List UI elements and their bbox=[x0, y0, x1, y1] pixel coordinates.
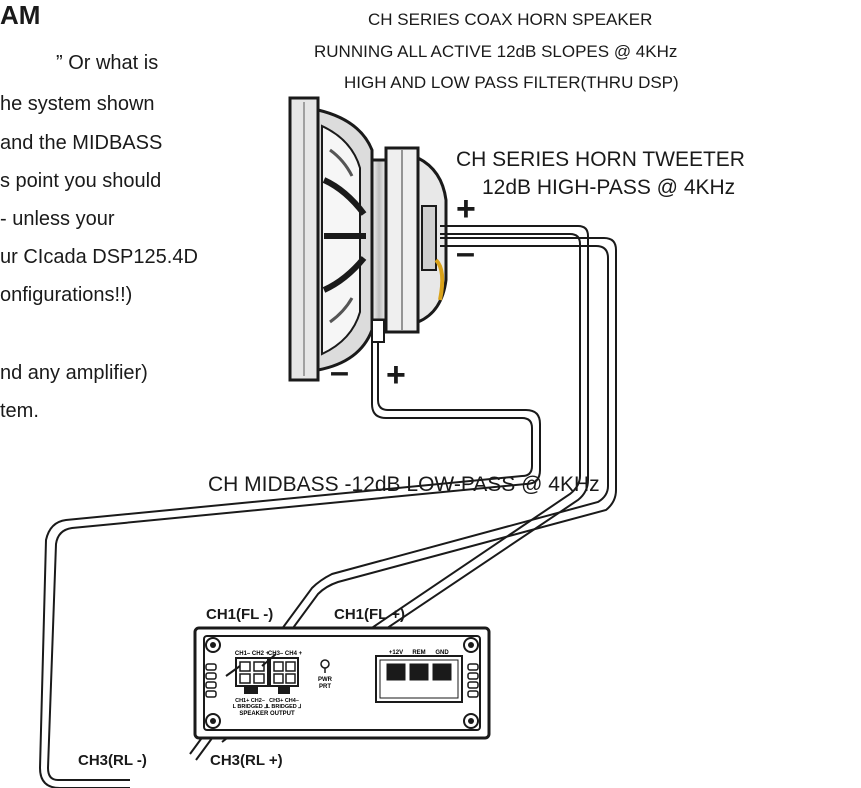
amp-ch34-label: CH3– CH4 + bbox=[268, 651, 303, 657]
coax-caption-line-2: RUNNING ALL ACTIVE 12dB SLOPES @ 4KHz bbox=[314, 42, 678, 61]
midbass-caption: CH MIDBASS -12dB LOW-PASS @ 4KHz bbox=[208, 473, 600, 496]
ch1-positive-label: CH1(FL +) bbox=[334, 606, 405, 623]
coax-caption-line-3: HIGH AND LOW PASS FILTER(THRU DSP) bbox=[344, 73, 679, 92]
body-line: he system shown bbox=[0, 93, 155, 115]
ch3-negative-label: CH3(RL -) bbox=[78, 752, 147, 769]
magnet bbox=[370, 158, 388, 322]
tweeter-caption-line-1: CH SERIES HORN TWEETER bbox=[456, 148, 745, 171]
speaker-output-connectors bbox=[235, 657, 299, 694]
body-line: tem. bbox=[0, 400, 39, 422]
tweeter-minus-sign: – bbox=[456, 234, 475, 272]
led-icon bbox=[320, 659, 330, 669]
midbass-plus-sign: + bbox=[386, 356, 406, 394]
midbass-minus-sign: – bbox=[330, 353, 349, 391]
body-line: ” Or what is bbox=[56, 52, 159, 74]
coax-speaker-drawing bbox=[288, 96, 448, 382]
midbass-wires bbox=[38, 342, 541, 788]
amp-pwr: PWR bbox=[318, 677, 333, 683]
amplifier: CH1– CH2 + CH3– CH4 + CH1+ CH2– L BRIDGE… bbox=[193, 626, 491, 740]
tweeter-plus-sign: + bbox=[456, 190, 476, 228]
amp-12v: +12V bbox=[389, 650, 403, 656]
body-line: and the MIDBASS bbox=[0, 132, 163, 154]
amp-bridged-left-1: CH1+ CH2– bbox=[235, 698, 265, 704]
coax-caption-line-1: CH SERIES COAX HORN SPEAKER bbox=[368, 10, 653, 29]
amp-bridged-right-1: CH3+ CH4– bbox=[269, 698, 299, 704]
body-line: onfigurations!!) bbox=[0, 284, 133, 306]
amp-bridged-right-2: L BRIDGED ⅃ bbox=[267, 703, 302, 710]
amp-rem: REM bbox=[412, 650, 425, 656]
tweeter-caption-line-2: 12dB HIGH-PASS @ 4KHz bbox=[482, 176, 736, 199]
ch3-positive-label: CH3(RL +) bbox=[210, 752, 283, 769]
body-line: ur CIcada DSP125.4D bbox=[0, 246, 198, 268]
body-line: - unless your bbox=[0, 208, 115, 230]
amp-bridged-left-2: L BRIDGED ⅃ bbox=[233, 703, 268, 710]
ch1-negative-label: CH1(FL -) bbox=[206, 606, 274, 623]
body-line: nd any amplifier) bbox=[0, 362, 148, 384]
amp-gnd: GND bbox=[435, 650, 449, 656]
body-line: s point you should bbox=[0, 170, 162, 192]
page-heading: AM bbox=[0, 0, 41, 30]
amp-prt: PRT bbox=[319, 684, 331, 690]
amp-ch12-label: CH1– CH2 + bbox=[235, 651, 270, 657]
connector-leads bbox=[225, 653, 277, 677]
amp-speaker-output: SPEAKER OUTPUT bbox=[239, 711, 295, 717]
